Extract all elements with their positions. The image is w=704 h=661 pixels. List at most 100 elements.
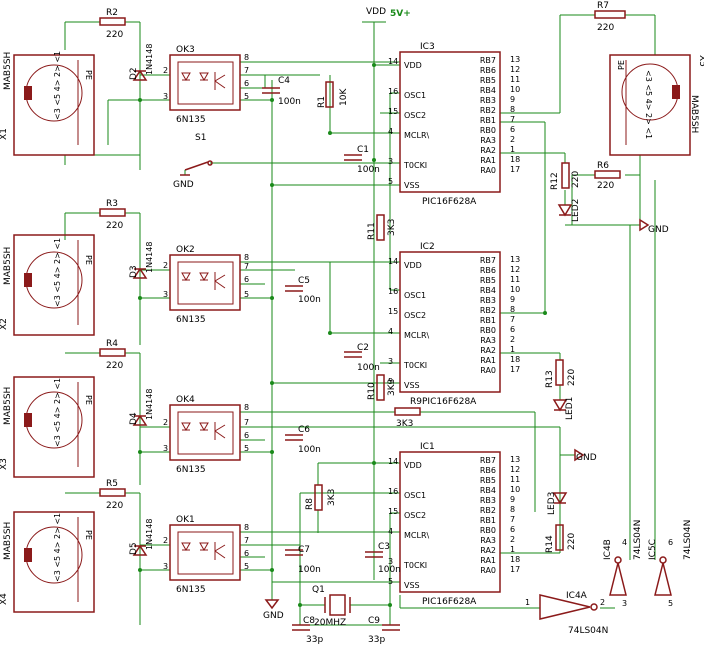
connector-x3 — [13, 376, 95, 478]
mcu-pin-name: RB5 — [480, 276, 496, 285]
connector-x1 — [13, 54, 95, 156]
mcu-pin-number: 3 — [388, 157, 393, 166]
r13-val: 220 — [567, 369, 577, 386]
c4-ref: C4 — [278, 76, 290, 86]
d2-type: 1N4148 — [145, 44, 154, 75]
mcu-pin-name: RA1 — [480, 556, 496, 565]
ok3-ref: OK3 — [176, 45, 195, 55]
mcu-pin-name: RB5 — [480, 476, 496, 485]
mcu-pin-number: 14 — [388, 257, 398, 266]
mcu-pin-name: MCLR\ — [404, 531, 430, 540]
mcu-pin-number: 1 — [510, 145, 515, 154]
mcu-pin-name: OSC1 — [404, 91, 426, 100]
mcu-pin-number: 15 — [388, 107, 398, 116]
opto-pin: 3 — [163, 290, 168, 299]
opto-pin: 2 — [163, 536, 168, 545]
mcu-pin-name: RA0 — [480, 566, 496, 575]
mcu-pin-name: RB4 — [480, 486, 496, 495]
connector-x2 — [13, 234, 95, 336]
ic4b-out: 3 — [622, 599, 627, 608]
mcu-pin-name: RA3 — [480, 136, 496, 145]
x2-type: MAB5SH — [3, 247, 13, 285]
mcu-pin-name: MCLR\ — [404, 131, 430, 140]
c4-val: 100n — [278, 97, 301, 107]
mcu-ic2-box — [399, 251, 501, 393]
led3-label: LED3 — [547, 492, 557, 515]
mcu-pin-number: 11 — [510, 75, 520, 84]
mcu-pin-number: 13 — [510, 255, 520, 264]
ok1-type: 6N135 — [176, 585, 206, 595]
c7-ref: C7 — [298, 545, 310, 555]
mcu-pin-name: RB4 — [480, 286, 496, 295]
mcu-pin-number: 1 — [510, 345, 515, 354]
mcu-pin-number: 8 — [510, 305, 515, 314]
c8-val: 33p — [306, 635, 323, 645]
r12-ref: R12 — [550, 172, 560, 190]
r6-val: 220 — [597, 181, 614, 191]
mcu-pin-number: 4 — [388, 527, 393, 536]
mcu-pin-number: 5 — [388, 577, 393, 586]
opto-pin: 5 — [244, 444, 249, 453]
junction-dots — [138, 63, 547, 607]
mcu-pin-name: RB2 — [480, 506, 496, 515]
mcu-pin-name: RB0 — [480, 126, 496, 135]
r2-ref: R2 — [106, 8, 118, 18]
mcu-pin-name: RA0 — [480, 366, 496, 375]
crystal-symbol — [324, 594, 351, 616]
c3-val: 100n — [378, 565, 401, 575]
d3-type: 1N4148 — [145, 242, 154, 273]
mcu-pin-number: 1 — [510, 545, 515, 554]
opto-pin: 6 — [244, 549, 249, 558]
c2-val: 100n — [357, 363, 380, 373]
ic2-ref: IC2 — [420, 242, 435, 252]
r8-val: 3K3 — [327, 489, 337, 506]
capacitor-symbols — [262, 87, 400, 631]
mcu-pin-number: 5 — [388, 377, 393, 386]
supply-label: 5V+ — [390, 9, 411, 19]
mcu-pin-name: RB3 — [480, 296, 496, 305]
mcu-pin-name: T0CKI — [403, 361, 427, 370]
mcu-ic3-box — [399, 51, 501, 193]
mcu-pin-name: RB3 — [480, 496, 496, 505]
mcu-ic1-box — [399, 451, 501, 593]
opto-pin: 7 — [244, 66, 249, 75]
ok2-type: 6N135 — [176, 315, 206, 325]
x3-pe: PE — [84, 395, 93, 405]
opto-ok3 — [169, 54, 241, 111]
x1-ref: X1 — [0, 128, 9, 140]
mcu-pin-number: 3 — [388, 557, 393, 566]
d4-type: 1N4148 — [145, 389, 154, 420]
mcu-pin-name: RB7 — [480, 456, 496, 465]
d2-ref: D2 — [129, 67, 139, 80]
ic4a-in: 1 — [525, 598, 530, 607]
d3-ref: D3 — [129, 265, 139, 278]
x4-type: MAB5SH — [3, 522, 13, 560]
c6-val: 100n — [298, 445, 321, 455]
r6-ref: R6 — [597, 161, 609, 171]
mcu-pin-name: RB7 — [480, 56, 496, 65]
x2-ref: X2 — [0, 318, 9, 330]
opto-pin: 5 — [244, 290, 249, 299]
mcu-pin-number: 16 — [388, 87, 398, 96]
connector-x4 — [13, 511, 95, 613]
ic4a-type: 74LS04N — [568, 626, 608, 636]
r4-ref: R4 — [106, 339, 118, 349]
gnd-label-switch: GND — [173, 180, 194, 190]
r1-ref: R1 — [317, 96, 327, 108]
opto-pin: 6 — [244, 275, 249, 284]
mcu-pin-name: RB3 — [480, 96, 496, 105]
opto-pin: 5 — [244, 92, 249, 101]
opto-pin: 2 — [163, 66, 168, 75]
opto-pin: 5 — [244, 562, 249, 571]
opto-pin: 3 — [163, 92, 168, 101]
mcu-pin-name: RB1 — [480, 316, 496, 325]
mcu-pin-number: 15 — [388, 307, 398, 316]
mcu-pin-number: 17 — [510, 565, 520, 574]
mcu-pin-number: 13 — [510, 55, 520, 64]
mcu-pin-number: 4 — [388, 127, 393, 136]
mcu-pin-name: VDD — [404, 461, 422, 470]
opto-pin: 6 — [244, 79, 249, 88]
mcu-pin-name: VSS — [404, 581, 420, 590]
mcu-pin-number: 12 — [510, 465, 520, 474]
mcu-pin-number: 2 — [510, 135, 515, 144]
